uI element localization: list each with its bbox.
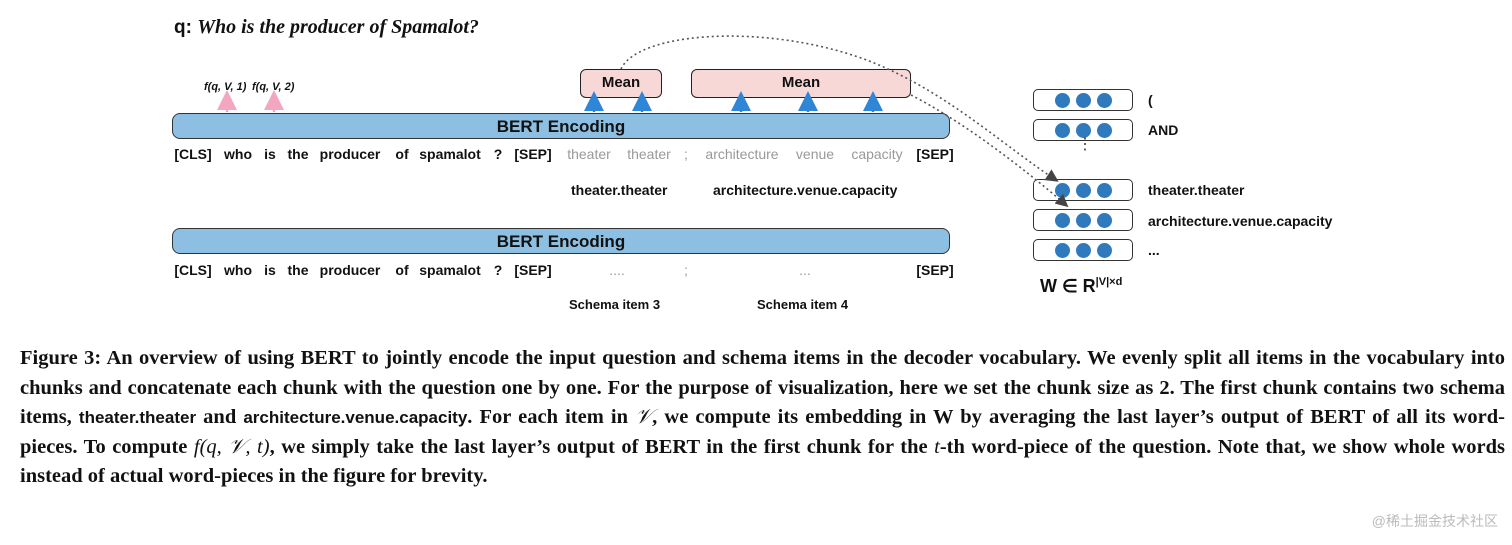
caption-text-3: . For each item in <box>467 406 636 428</box>
schema-label-architecture: architecture.venue.capacity <box>713 182 898 198</box>
embedding-dot-icon <box>1075 242 1091 258</box>
token: producer <box>319 146 381 162</box>
embedding-dot-icon <box>1096 212 1112 228</box>
token: spamalot <box>419 146 481 162</box>
embedding-dot-icon <box>1075 182 1091 198</box>
token: capacity <box>851 146 903 162</box>
vocab-label-architecture: architecture.venue.capacity <box>1148 213 1333 229</box>
embedding-dot-icon <box>1096 242 1112 258</box>
w-matrix-label: W ∈ R|V|×d <box>1040 276 1122 297</box>
vocab-embedding-row <box>1033 209 1133 231</box>
schema-label-item3: Schema item 3 <box>569 297 661 312</box>
embedding-dot-icon <box>1075 212 1091 228</box>
vocab-label-and: AND <box>1148 122 1179 138</box>
bert-encoding-bottom: BERT Encoding <box>172 228 950 254</box>
token: [SEP] <box>514 262 552 278</box>
dotted-arrow-mean1-to-vocab <box>620 35 1059 182</box>
embedding-dot-icon <box>1096 92 1112 108</box>
token: [SEP] <box>514 146 552 162</box>
mean-box-1: Mean <box>580 69 662 98</box>
caption-schema-1: theater.theater <box>78 408 197 427</box>
token: architecture <box>705 146 779 162</box>
question-line: q: Who is the producer of Spamalot? <box>174 16 479 39</box>
token: ; <box>684 262 688 278</box>
token: of <box>395 146 409 162</box>
w-matrix-text: W ∈ R <box>1040 276 1096 296</box>
token: theater <box>567 146 611 162</box>
token: is <box>264 262 276 278</box>
token: spamalot <box>419 262 481 278</box>
question-prefix: q: <box>174 17 192 38</box>
embedding-dot-icon <box>1075 122 1091 138</box>
caption-schema-2: architecture.venue.capacity <box>243 408 468 427</box>
caption-text-6: -th word-piece of the question. Note tha… <box>20 435 1505 488</box>
token: who <box>224 262 252 278</box>
watermark: @稀土掘金技术社区 <box>1371 513 1498 529</box>
vocab-embedding-row <box>1033 179 1133 201</box>
embedding-dot-icon <box>1054 182 1070 198</box>
token: [CLS] <box>174 262 212 278</box>
vocab-label-paren: ( <box>1148 92 1153 108</box>
embedding-dot-icon <box>1054 242 1070 258</box>
vocab-embedding-row <box>1033 239 1133 261</box>
caption-math-f: f(q, 𝒱, t) <box>193 435 270 458</box>
caption-text-4: , we compute its embedding in W by avera… <box>20 406 1505 458</box>
token: theater <box>627 146 671 162</box>
caption-text-5: , we simply take the last layer’s output… <box>269 435 935 458</box>
token: [SEP] <box>916 262 954 278</box>
token: who <box>224 146 252 162</box>
token: the <box>287 146 309 162</box>
figure-caption: Figure 3: An overview of using BERT to j… <box>20 344 1505 492</box>
diagram-arrows <box>217 35 1069 208</box>
question-text: Who is the producer of Spamalot? <box>197 16 479 38</box>
token: .... <box>609 262 625 278</box>
token: ? <box>493 262 503 278</box>
token: producer <box>319 262 381 278</box>
vocab-embedding-row <box>1033 119 1133 141</box>
caption-text-1: Figure 3: An overview of using BERT to j… <box>20 347 1505 428</box>
caption-math-v: 𝒱 <box>635 406 653 428</box>
vocab-label-ellipsis: ... <box>1148 242 1160 258</box>
embedding-dot-icon <box>1054 212 1070 228</box>
token: venue <box>795 146 835 162</box>
token: [CLS] <box>174 146 212 162</box>
token: of <box>395 262 409 278</box>
caption-math-t: t <box>934 435 940 458</box>
token: ? <box>493 146 503 162</box>
bert-encoding-top: BERT Encoding <box>172 113 950 139</box>
vocab-vertical-ellipsis: ⋮ <box>1077 136 1093 153</box>
embedding-dot-icon <box>1054 122 1070 138</box>
embedding-dot-icon <box>1054 92 1070 108</box>
schema-label-item4: Schema item 4 <box>757 297 849 312</box>
caption-paragraph: Figure 3: An overview of using BERT to j… <box>20 344 1505 492</box>
token: is <box>264 146 276 162</box>
w-matrix-sup: |V|×d <box>1095 276 1123 288</box>
dotted-arrow-mean2-to-vocab <box>910 94 1069 208</box>
vocab-embedding-row <box>1033 89 1133 111</box>
embedding-dot-icon <box>1096 122 1112 138</box>
token: ... <box>799 262 811 278</box>
embedding-dot-icon <box>1096 182 1112 198</box>
caption-text-2: and <box>196 406 244 428</box>
schema-label-theater: theater.theater <box>571 182 668 198</box>
embedding-dot-icon <box>1075 92 1091 108</box>
token: the <box>287 262 309 278</box>
token: [SEP] <box>916 146 954 162</box>
token: ; <box>684 146 688 162</box>
vocab-label-theater: theater.theater <box>1148 182 1245 198</box>
